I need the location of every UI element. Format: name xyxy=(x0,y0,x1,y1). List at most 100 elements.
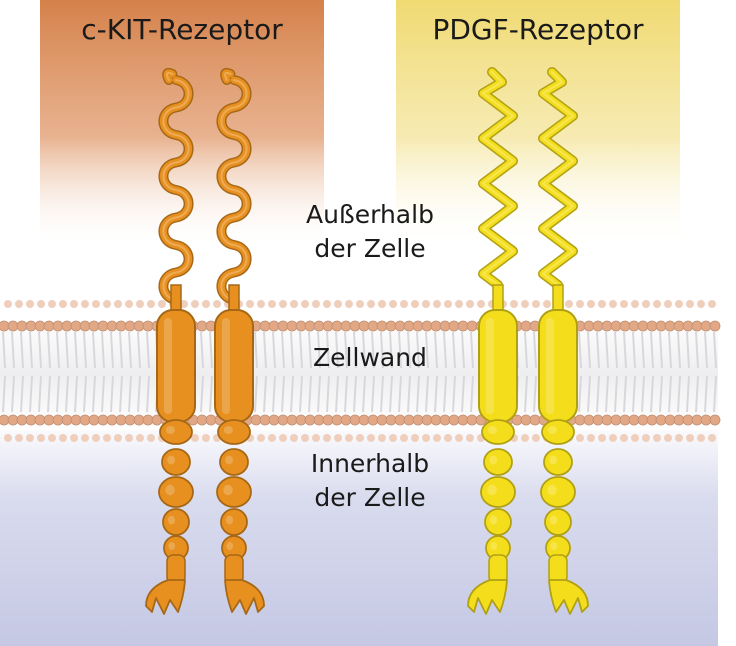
lipid-head xyxy=(673,320,685,332)
lipid-tail xyxy=(47,375,51,413)
lipid-head-back xyxy=(587,434,595,442)
lipid-head xyxy=(691,414,703,426)
lipid-tail xyxy=(380,331,384,369)
kinase-segment xyxy=(217,419,251,445)
lipid-tail xyxy=(389,331,393,369)
lipid-tail xyxy=(56,375,60,413)
lipid-head xyxy=(205,414,217,426)
lipid-tail xyxy=(38,331,42,369)
lipid-tail xyxy=(83,331,87,369)
lipid-head xyxy=(286,414,298,426)
lipid-head-back xyxy=(708,300,716,308)
lipid-head xyxy=(331,414,343,426)
lipid-head-back xyxy=(246,300,254,308)
lipid-head-back xyxy=(466,300,474,308)
lipid-head-back xyxy=(312,434,320,442)
kinase-segment xyxy=(544,508,572,536)
lipid-head xyxy=(592,414,604,426)
outside-cell-line2: der Zelle xyxy=(314,234,426,263)
lipid-head xyxy=(277,320,289,332)
lipid-head-back xyxy=(653,434,661,442)
lipid-tail xyxy=(713,375,717,413)
lipid-head-back xyxy=(609,434,617,442)
kinase-segment xyxy=(541,419,575,445)
lipid-head-back xyxy=(521,300,529,308)
lipid-head-back xyxy=(334,434,342,442)
lipid-head-back xyxy=(455,434,463,442)
inside-cell-line1: Innerhalb xyxy=(310,449,430,478)
lipid-head-back xyxy=(400,300,408,308)
lipid-tail xyxy=(596,331,600,369)
lipid-tail xyxy=(281,375,285,413)
kinase-segment-highlight xyxy=(547,426,557,434)
lipid-head xyxy=(664,414,676,426)
lipid-head xyxy=(322,320,334,332)
lipid-head xyxy=(97,414,109,426)
lipid-tail xyxy=(677,331,681,369)
lipid-head-back xyxy=(48,300,56,308)
lipid-tail xyxy=(281,331,285,369)
lipid-tail xyxy=(596,375,600,413)
lipid-head xyxy=(259,320,271,332)
kinase-segment xyxy=(216,476,252,508)
lipid-tail xyxy=(659,331,663,369)
lipid-tail xyxy=(704,331,708,369)
lipid-head-back xyxy=(675,300,683,308)
lipid-tail xyxy=(434,331,438,369)
lipid-head-back xyxy=(323,300,331,308)
lipid-head xyxy=(466,414,478,426)
lipid-head-back xyxy=(202,434,210,442)
lipid-tail xyxy=(461,375,465,413)
transmembrane-domain xyxy=(214,309,254,423)
lipid-tail xyxy=(452,331,456,369)
lipid-tail xyxy=(416,375,420,413)
lipid-tail xyxy=(299,331,303,369)
lipid-tail xyxy=(317,375,321,413)
lipid-tail xyxy=(380,375,384,413)
kinase-segment-highlight xyxy=(226,542,234,550)
lipid-tail xyxy=(2,331,6,369)
lipid-head xyxy=(466,320,478,332)
lipid-head xyxy=(394,320,406,332)
lipid-heads-outer xyxy=(0,300,721,332)
lipid-head-back xyxy=(191,300,199,308)
kinase-segment-highlight xyxy=(487,426,497,434)
lipid-head xyxy=(268,414,280,426)
lipid-head-back xyxy=(631,434,639,442)
lipid-head xyxy=(457,320,469,332)
lipid-head-back xyxy=(26,300,34,308)
lipid-head-back xyxy=(367,300,375,308)
extracellular-chain-highlight xyxy=(482,71,514,286)
lipid-head xyxy=(7,414,19,426)
lipid-tail xyxy=(272,331,276,369)
lipid-head xyxy=(88,414,100,426)
lipid-tail xyxy=(587,331,591,369)
lipid-head xyxy=(124,414,136,426)
kinase-segment-highlight xyxy=(550,542,558,550)
kinase-segment-highlight xyxy=(165,484,175,496)
lipid-head-back xyxy=(411,300,419,308)
lipid-head-back xyxy=(279,434,287,442)
lipid-head-back xyxy=(532,434,540,442)
lipid-head-back xyxy=(136,434,144,442)
lipid-tail xyxy=(605,331,609,369)
lipid-tail xyxy=(389,375,393,413)
lipid-head xyxy=(583,320,595,332)
lipid-tail xyxy=(686,375,690,413)
lipid-head xyxy=(52,320,64,332)
tail-segment xyxy=(488,554,508,584)
lipid-tail xyxy=(101,375,105,413)
lipid-tail xyxy=(434,375,438,413)
lipid-head xyxy=(25,320,37,332)
pdgf-title: PDGF-Rezeptor xyxy=(432,13,644,46)
lipid-head xyxy=(520,320,532,332)
lipid-head-back xyxy=(609,300,617,308)
lipid-head xyxy=(88,320,100,332)
lipid-head xyxy=(610,320,622,332)
lipid-tail xyxy=(371,331,375,369)
lipid-head xyxy=(79,320,91,332)
lipid-tail xyxy=(272,375,276,413)
lipid-tail xyxy=(317,331,321,369)
